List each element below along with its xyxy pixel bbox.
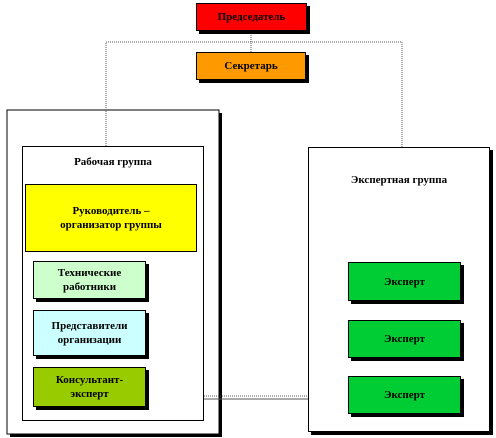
working-group-title: Рабочая группа xyxy=(74,156,152,168)
expert-box-3: Эксперт xyxy=(348,376,461,414)
representatives-box: Представители организации xyxy=(33,310,146,356)
secretary-box: Секретарь xyxy=(196,52,306,80)
expert-label-1: Эксперт xyxy=(383,275,425,288)
chairman-box: Председатель xyxy=(196,3,307,31)
leader-label: Руководитель – организатор группы xyxy=(60,205,162,231)
tech-workers-label: Технические работники xyxy=(57,267,122,293)
representatives-label: Представители организации xyxy=(51,320,128,346)
chairman-bus-line xyxy=(105,41,403,152)
consultant-box: Консультант-эксперт xyxy=(33,367,146,407)
leader-box: Руководитель – организатор группы xyxy=(25,184,197,252)
tech-workers-box: Технические работники xyxy=(33,261,146,299)
expert-box-2: Эксперт xyxy=(348,320,461,358)
consultant-label: Консультант-эксперт xyxy=(55,374,124,400)
expert-label-2: Эксперт xyxy=(383,333,425,345)
secretary-label: Секретарь xyxy=(224,60,278,72)
expert-box-1: Эксперт xyxy=(348,262,461,301)
expert-group-title: Экспертная группа xyxy=(350,174,448,186)
expert-label-3: Эксперт xyxy=(383,389,425,401)
chairman-label: Председатель xyxy=(217,11,286,23)
